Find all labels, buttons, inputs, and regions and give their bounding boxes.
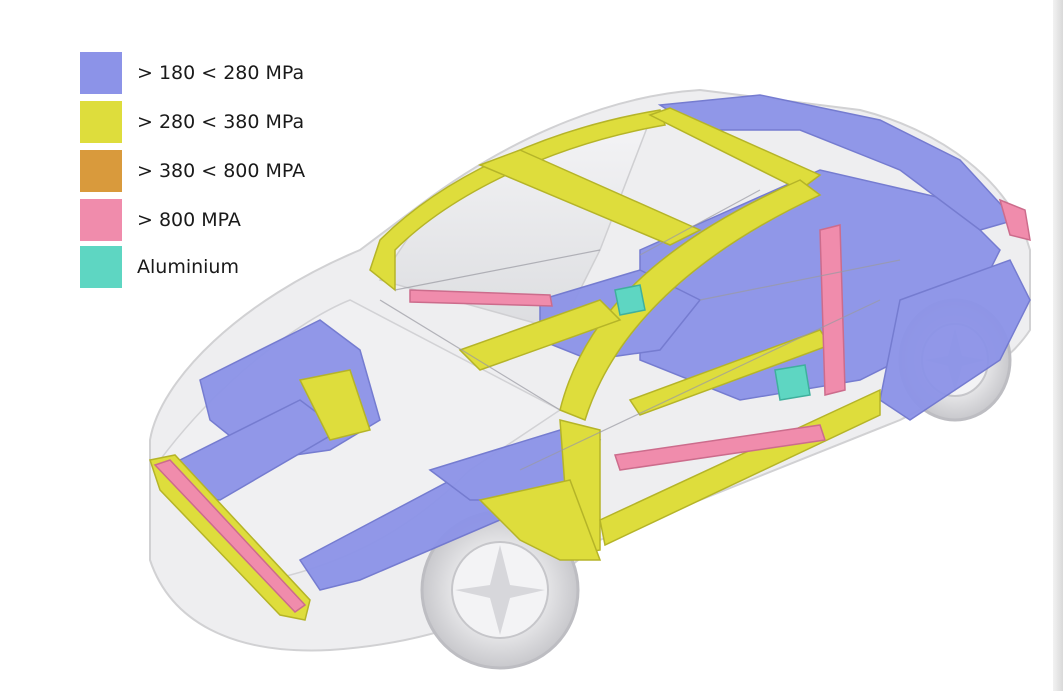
legend-swatch [80, 246, 122, 288]
floor-cross [458, 299, 622, 371]
aluminium-bracket-front [614, 284, 646, 316]
roof-rail-side [648, 107, 822, 191]
legend-item-aluminium: Aluminium [80, 246, 380, 288]
a-pillar [559, 179, 822, 421]
rear-panel-edge [998, 198, 1031, 242]
front-crash-box [298, 369, 371, 441]
ultra-high-strength-parts [153, 198, 1031, 613]
roof-rear-frame [657, 94, 1017, 231]
legend-swatch [80, 150, 122, 192]
structure-outlines [379, 189, 901, 471]
front-wheel [420, 510, 580, 670]
legend-label: Aluminium [137, 256, 239, 278]
front-fender-support [478, 479, 602, 561]
door-impact-beam [614, 424, 826, 471]
legend-label: > 180 < 280 MPa [137, 62, 305, 84]
legend-item-high-strength: > 280 < 380 MPa [80, 101, 380, 143]
legend-swatch [80, 199, 122, 241]
image-border [1053, 0, 1063, 691]
legend-swatch [80, 52, 122, 94]
aluminium-bracket-rear [774, 364, 811, 401]
aluminium-parts [614, 284, 811, 401]
legend-label: > 800 MPA [137, 209, 241, 231]
legend-swatch [80, 101, 122, 143]
b-pillar-reinforcement [819, 224, 846, 396]
dash-cross-beam [409, 289, 553, 307]
mild-steel-parts [159, 94, 1031, 591]
roof-rail-front [369, 109, 666, 292]
legend-item-mild-steel: > 180 < 280 MPa [80, 52, 380, 94]
roof-cross-member [477, 149, 702, 246]
legend-label: > 380 < 800 MPA [137, 160, 306, 182]
legend-item-ultra-high-strength: > 800 MPA [80, 199, 380, 241]
legend-label: > 280 < 380 MPa [137, 111, 305, 133]
bumper-reinforcement [153, 459, 307, 613]
legend-item-very-high-strength: > 380 < 800 MPA [80, 150, 380, 192]
